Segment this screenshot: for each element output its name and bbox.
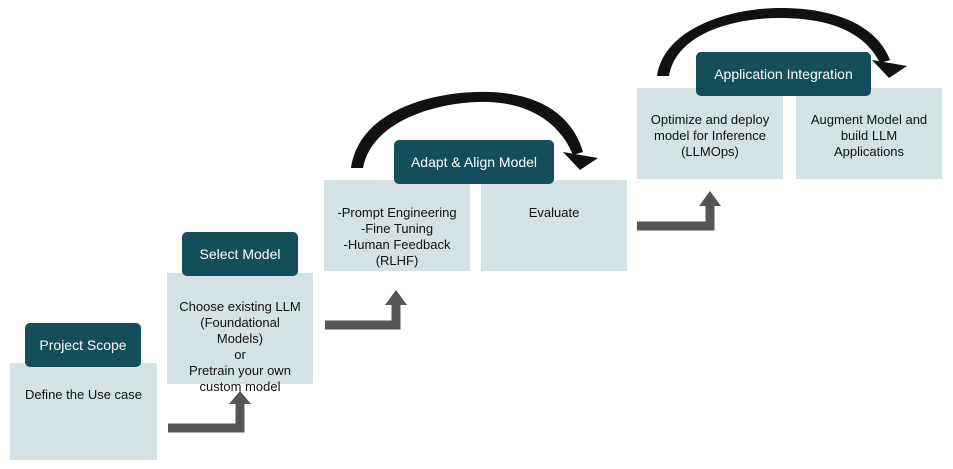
label-select-model: Select Model <box>182 232 298 276</box>
label-text: Select Model <box>199 246 281 262</box>
box-choose-model: Choose existing LLM (Foundational Models… <box>167 273 313 394</box>
box-text: Optimize and deploy model for Inference … <box>650 112 770 159</box>
label-project-scope: Project Scope <box>25 323 141 367</box>
step-up-arrow-icon <box>637 191 721 231</box>
label-text: Application Integration <box>714 66 853 82</box>
step-up-arrow-icon <box>168 391 251 433</box>
step-up-arrow-icon <box>325 290 407 330</box>
label-application-integration: Application Integration <box>696 52 871 96</box>
label-adapt-align-model: Adapt & Align Model <box>394 140 554 184</box>
label-text: Adapt & Align Model <box>410 154 538 170</box>
box-evaluate: Evaluate <box>481 180 627 271</box>
box-text: Evaluate <box>528 205 580 220</box>
box-prompt-finetune-rlhf: -Prompt Engineering -Fine Tuning -Human … <box>324 180 470 271</box>
label-text: Project Scope <box>39 337 127 353</box>
box-augment-build: Augment Model and build LLM Applications <box>796 88 942 179</box>
box-text: -Prompt Engineering -Fine Tuning -Human … <box>337 205 457 268</box>
box-optimize-deploy: Optimize and deploy model for Inference … <box>637 88 783 179</box>
box-text: Augment Model and build LLM Applications <box>810 112 928 159</box>
box-text: Define the Use case <box>24 387 143 402</box>
box-define-use-case: Define the Use case <box>10 363 157 460</box>
box-text: Choose existing LLM (Foundational Models… <box>179 299 301 394</box>
